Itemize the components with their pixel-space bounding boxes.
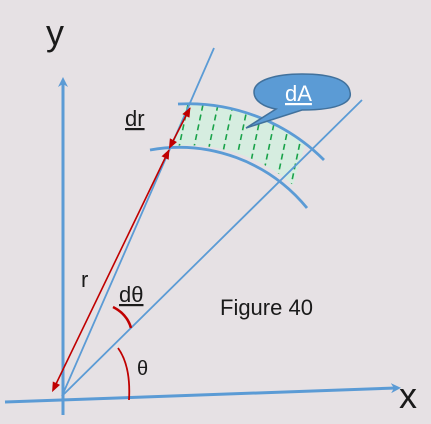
theta-label: θ xyxy=(137,358,148,380)
dtheta-angle-arc xyxy=(112,305,133,329)
outer-arc xyxy=(177,102,325,161)
area-element-region xyxy=(172,102,305,185)
axis-x-label: x xyxy=(399,375,417,416)
dA-label: dA xyxy=(285,81,312,106)
radial-line-theta-plus-dtheta xyxy=(61,47,215,397)
axis-y-label: y xyxy=(46,12,64,53)
figure-caption: Figure 40 xyxy=(220,295,313,320)
r-label: r xyxy=(81,267,88,292)
r-dimension-arrow xyxy=(52,149,170,393)
theta-angle-arc xyxy=(117,347,131,401)
dr-dimension-arrow xyxy=(168,107,191,150)
x-axis xyxy=(4,383,401,404)
dtheta-label: dθ xyxy=(119,282,143,307)
dr-label: dr xyxy=(125,106,145,131)
dA-callout-bubble xyxy=(245,73,351,129)
